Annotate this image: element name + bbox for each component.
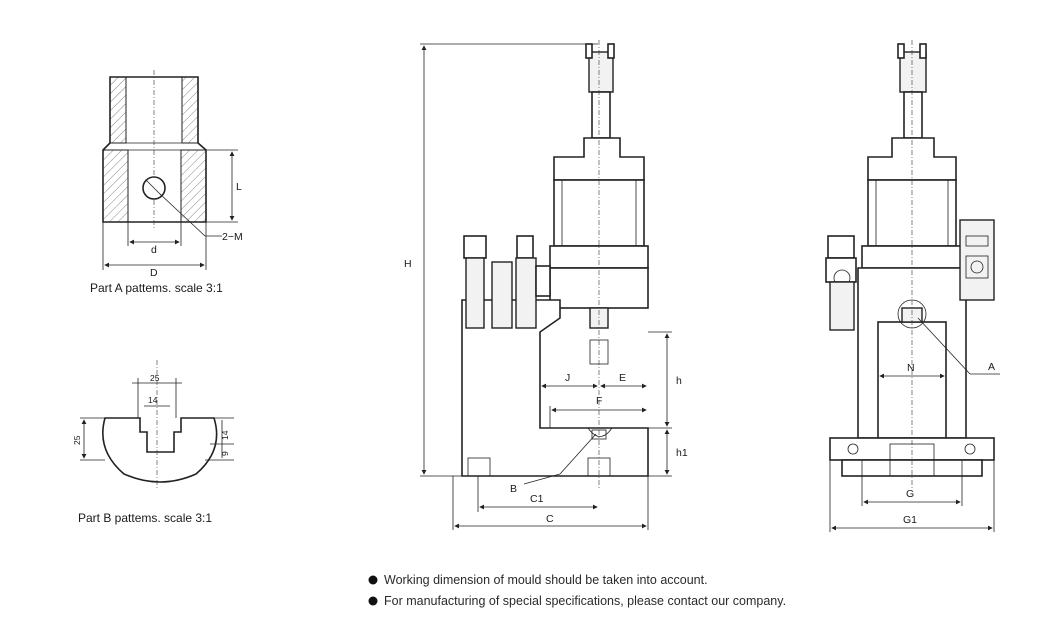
note-2: For manufacturing of special specificati… (384, 594, 786, 608)
front-label-a: A (988, 361, 995, 373)
side-dim-e: E (619, 372, 626, 384)
part-a-dim-d: d (151, 244, 157, 256)
side-dim-c1: C1 (530, 493, 544, 505)
part-a-dim-l: L (236, 181, 242, 193)
front-dim-g: G (906, 488, 914, 500)
note-1: Working dimension of mould should be tak… (384, 573, 708, 587)
part-b-dim-slot: 14 (148, 395, 158, 405)
part-a-drawing: L 2−M d D Part A pattems. scale 3:1 (90, 70, 243, 295)
front-rod (903, 91, 923, 139)
part-a-wall-left-top (109, 76, 127, 144)
side-dim-c: C (546, 513, 554, 525)
bullet-icon (368, 575, 378, 585)
front-dim-g1: G1 (903, 514, 917, 526)
side-frame (461, 299, 649, 477)
side-rod (591, 91, 611, 139)
part-a-caption: Part A pattems. scale 3:1 (90, 281, 223, 295)
side-filter (465, 257, 485, 329)
part-a-wall-right-top (181, 76, 199, 144)
side-dim-h1: h1 (676, 447, 688, 459)
front-control-box (959, 219, 995, 301)
front-view: N A G G1 (825, 40, 1000, 532)
part-b-dim-right-lower: 9 (220, 451, 230, 456)
notes: Working dimension of mould should be tak… (368, 573, 786, 608)
part-a-dim-m: 2−M (222, 231, 243, 243)
side-dim-h: h (676, 375, 682, 387)
front-dim-n: N (907, 362, 915, 374)
side-regulator (463, 235, 487, 259)
part-b-dim-right-upper: 14 (220, 430, 230, 440)
side-dim-j: J (565, 372, 570, 384)
side-dim-f: F (596, 395, 602, 407)
part-b-dim-top: 25 (150, 373, 160, 383)
part-a-wall-left-bottom (102, 149, 129, 223)
part-b-caption: Part B pattems. scale 3:1 (78, 511, 212, 525)
side-view: H h h1 J E F B C1 C (404, 40, 688, 530)
side-label-b: B (510, 483, 517, 495)
side-lubricator (491, 261, 513, 329)
part-a-wall-right-bottom (180, 149, 207, 223)
side-dim-h-total: H (404, 258, 412, 270)
bullet-icon (368, 596, 378, 606)
front-filter (829, 281, 855, 331)
part-a-dim-big-d: D (150, 267, 158, 279)
side-valve (516, 235, 534, 259)
part-b-drawing: 25 14 25 14 9 Part B pattems. scale 3:1 (72, 360, 234, 525)
part-b-dim-left: 25 (72, 435, 82, 445)
part-b-profile (102, 417, 218, 483)
front-regulator (827, 235, 855, 259)
